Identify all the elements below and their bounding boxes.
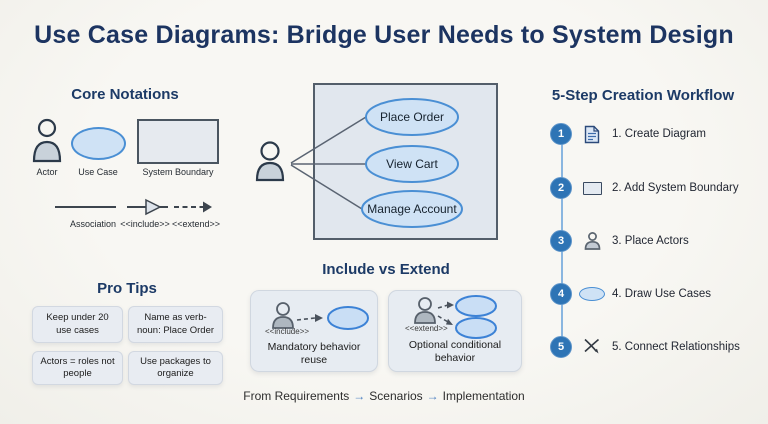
page-title: Use Case Diagrams: Bridge User Needs to … <box>34 21 734 49</box>
include-card: <<include>> Mandatory behavior reuse <box>250 290 378 372</box>
use-case-text-3: Manage Account <box>367 202 457 216</box>
step-5-badge: 5 <box>550 336 572 358</box>
footer-flow-text: From Requirements→Scenarios→Implementati… <box>0 389 768 403</box>
person-icon <box>579 230 605 252</box>
extend-mini-diagram-icon <box>414 295 497 339</box>
tip-box-2: Name as verb-noun: Place Order <box>128 306 223 343</box>
association-label: Association <box>69 219 117 229</box>
use-case-bubble-place-order <box>365 98 459 136</box>
workflow-step-4: 4 4. Draw Use Cases <box>550 282 711 306</box>
tip-box-3: Actors = roles not people <box>32 351 123 385</box>
use-case-ellipse-icon <box>71 127 126 160</box>
core-notations-heading: Core Notations <box>71 86 179 103</box>
pro-tips-heading: Pro Tips <box>97 280 157 297</box>
use-case-label: Use Case <box>78 167 118 177</box>
workflow-step-5: 5 5. Connect Relationships <box>550 335 740 359</box>
system-boundary-rect-icon <box>137 119 219 164</box>
use-case-text-2: View Cart <box>386 157 438 171</box>
connect-relationships-icon <box>579 336 605 358</box>
extend-tag: <<extend>> <box>405 324 448 333</box>
step-3-label: 3. Place Actors <box>612 235 689 247</box>
use-case-bubble-manage-account <box>361 190 463 228</box>
actor-label: Actor <box>36 167 58 177</box>
system-boundary-label: System Boundary <box>142 167 214 177</box>
include-description: Mandatory behavior reuse <box>267 341 361 367</box>
step-2-label: 2. Add System Boundary <box>612 182 739 194</box>
tip-box-4: Use packages to organize <box>128 351 223 385</box>
step-4-label: 4. Draw Use Cases <box>612 288 712 300</box>
diagram-actor-icon <box>260 141 280 161</box>
extend-arrow-label: <<extend>> <box>171 219 221 229</box>
extend-description: Optional conditional behavior <box>408 339 502 365</box>
tip-box-1: Keep under 20 use cases <box>32 306 123 343</box>
step-1-label: 1. Create Diagram <box>612 128 706 140</box>
workflow-heading: 5-Step Creation Workflow <box>551 87 735 104</box>
use-case-bubble-view-cart <box>365 145 459 183</box>
include-vs-extend-heading: Include vs Extend <box>322 261 450 278</box>
step-2-badge: 2 <box>550 177 572 199</box>
workflow-step-2: 2 2. Add System Boundary <box>550 176 739 200</box>
boundary-rectangle-icon <box>579 177 605 199</box>
footer-part-requirements: From Requirements <box>243 389 350 403</box>
include-tag: <<include>> <box>265 327 310 336</box>
workflow-step-1: 1 1. Create Diagram <box>550 122 706 146</box>
document-icon <box>579 123 605 145</box>
use-case-ellipse-step-icon <box>579 283 605 305</box>
step-1-badge: 1 <box>550 123 572 145</box>
step-5-label: 5. Connect Relationships <box>612 341 740 353</box>
step-4-badge: 4 <box>550 283 572 305</box>
footer-part-scenarios: Scenarios <box>369 389 423 403</box>
footer-part-implementation: Implementation <box>442 389 525 403</box>
use-case-diagram: Place Order View Cart Manage Account <box>255 83 498 240</box>
footer-arrow-icon-2: → <box>426 389 439 403</box>
footer-arrow-icon-1: → <box>353 389 366 403</box>
actor-icon <box>32 118 62 163</box>
include-arrow-label: <<include>> <box>120 219 170 229</box>
workflow-step-3: 3 3. Place Actors <box>550 229 689 253</box>
use-case-text-1: Place Order <box>380 110 444 124</box>
step-3-badge: 3 <box>550 230 572 252</box>
include-mini-diagram-icon <box>272 302 369 330</box>
relationship-arrows-icon <box>55 198 212 216</box>
extend-card: <<extend>> Optional conditional behavior <box>388 290 522 372</box>
